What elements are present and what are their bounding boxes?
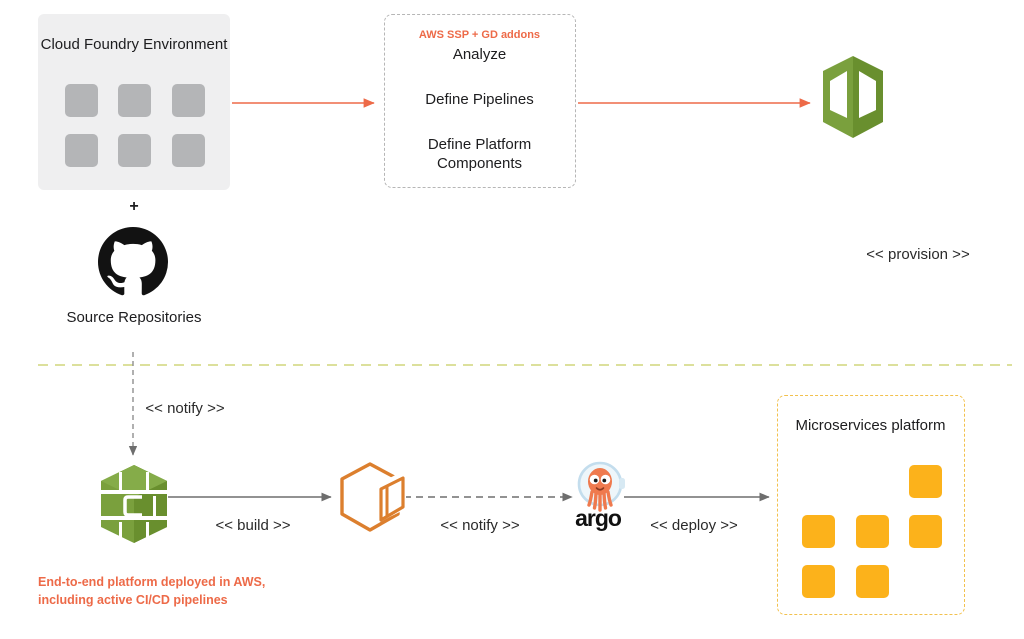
- cloud-foundry-box: Cloud Foundry Environment: [38, 14, 230, 190]
- cloud-foundry-title: Cloud Foundry Environment: [40, 36, 228, 53]
- build-label: << build >>: [215, 517, 291, 534]
- process-box-header: AWS SSP + GD addons: [418, 29, 541, 41]
- cf-app-square: [118, 134, 151, 167]
- github-icon: [98, 227, 168, 297]
- aws-codebuild-icon: [98, 464, 170, 544]
- plus-sign: +: [129, 198, 139, 215]
- microservice-square: [802, 565, 835, 598]
- caption-line-1: End-to-end platform deployed in AWS,: [38, 575, 266, 589]
- artifact-cube-icon: [337, 461, 407, 533]
- process-step-analyze: Analyze: [452, 46, 507, 63]
- microservices-platform-box: Microservices platform: [777, 395, 965, 615]
- process-step-define-pipelines: Define Pipelines: [425, 91, 534, 108]
- notify-top-label: << notify >>: [145, 400, 225, 417]
- caption-line-2: including active CI/CD pipelines: [38, 592, 228, 607]
- cf-app-square: [65, 134, 98, 167]
- deployment-caption: End-to-end platform deployed in AWS, inc…: [38, 574, 265, 609]
- cf-app-square: [172, 134, 205, 167]
- process-step-define-platform-components: Define Platform Components: [427, 136, 532, 172]
- aws-cloudformation-icon: [820, 55, 886, 139]
- microservice-square: [856, 565, 889, 598]
- cf-app-square: [65, 84, 98, 117]
- process-box: AWS SSP + GD addons Analyze Define Pipel…: [384, 14, 576, 188]
- microservices-title: Microservices platform: [795, 417, 946, 434]
- cf-app-square: [172, 84, 205, 117]
- argo-octopus-icon: [574, 460, 626, 516]
- provision-label: << provision >>: [866, 246, 970, 263]
- microservice-square: [909, 465, 942, 498]
- argo-wordmark: argo: [575, 505, 622, 531]
- deploy-label: << deploy >>: [650, 517, 738, 534]
- source-repositories-label: Source Repositories: [66, 309, 202, 326]
- microservice-square: [856, 515, 889, 548]
- microservice-square: [909, 515, 942, 548]
- microservice-square: [802, 515, 835, 548]
- cf-app-square: [118, 84, 151, 117]
- notify-bottom-label: << notify >>: [440, 517, 520, 534]
